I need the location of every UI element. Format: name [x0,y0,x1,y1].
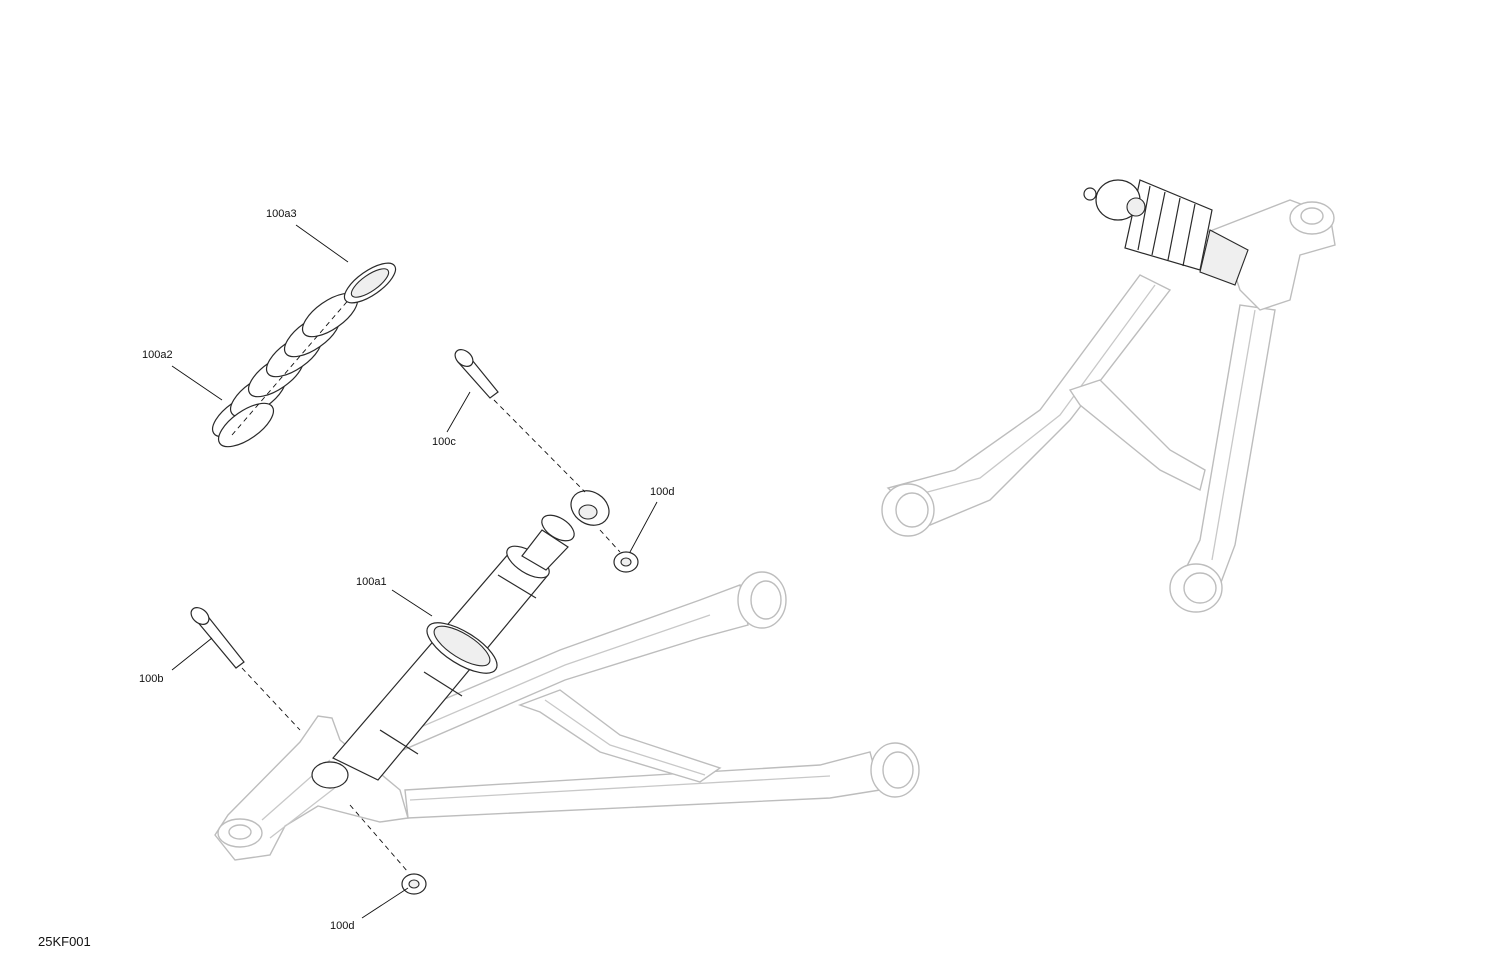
spring-washer [343,262,397,304]
lower-nut [349,804,427,895]
lower-a-arm-left [214,571,920,861]
callout-100a3: 100a3 [266,208,297,220]
callout-100c: 100c [432,436,456,448]
assembled-a-arm-right [881,199,1336,613]
coil-spring [211,274,371,448]
drawing-code: 25KF001 [38,934,91,949]
callout-leaders [171,224,658,919]
callout-100b: 100b [139,673,164,685]
assembled-shock-right [1083,179,1249,286]
callout-100a2: 100a2 [142,349,173,361]
callout-100d-top: 100d [650,486,675,498]
upper-bolt [454,349,586,493]
callout-100d-bottom: 100d [330,920,355,932]
shock-absorber-left [311,490,610,789]
lower-bolt [190,607,301,731]
callout-100a1: 100a1 [356,576,387,588]
upper-nut [599,529,639,573]
